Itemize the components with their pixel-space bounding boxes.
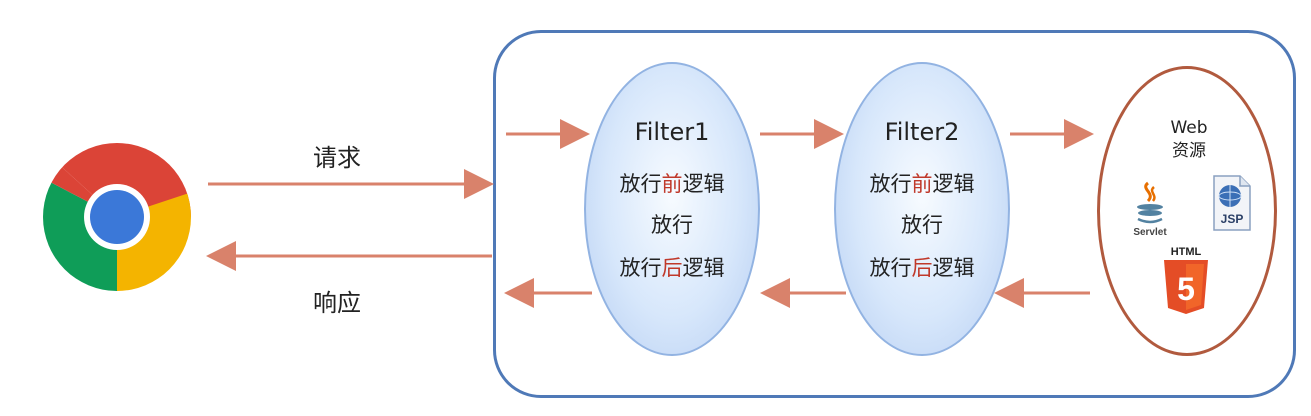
filter1-pass: 放行 (651, 213, 693, 237)
filter2-post-a: 放行 (869, 256, 912, 280)
server-container (493, 30, 1296, 398)
filter1-oval: Filter1 放行前逻辑 放行 放行后逻辑 (584, 62, 760, 356)
filter2-post-c: 逻辑 (932, 256, 975, 280)
servlet-java-icon: Servlet (1133, 181, 1167, 238)
web-resource-title: Web 资源 (1163, 117, 1215, 163)
filter1-post-logic: 放行后逻辑 (586, 252, 758, 282)
html5-label: HTML (1171, 246, 1202, 258)
chrome-browser-icon (43, 143, 191, 291)
jsp-label: JSP (1221, 212, 1244, 226)
request-label: 请求 (313, 144, 361, 172)
filter2-post-logic: 放行后逻辑 (836, 252, 1008, 282)
filter2-pre-logic: 放行前逻辑 (836, 168, 1008, 198)
filter1-post-c: 逻辑 (682, 256, 725, 280)
web-title-line2: 资源 (1172, 141, 1206, 161)
filter2-pre-b: 前 (911, 172, 933, 196)
response-label: 响应 (313, 289, 361, 317)
html5-icon: HTML 5 (1164, 246, 1208, 314)
filter2-pre-a: 放行 (869, 172, 912, 196)
html5-number: 5 (1177, 271, 1195, 307)
servlet-label: Servlet (1133, 227, 1167, 238)
filter1-post-b: 后 (661, 256, 683, 280)
filter1-pre-c: 逻辑 (682, 172, 725, 196)
filter2-pre-c: 逻辑 (932, 172, 975, 196)
filter1-title: Filter1 (634, 118, 710, 146)
filter1-pre-b: 前 (661, 172, 683, 196)
filter2-pass: 放行 (901, 213, 943, 237)
filter2-post-b: 后 (911, 256, 933, 280)
filter1-post-a: 放行 (619, 256, 662, 280)
filter1-pre-logic: 放行前逻辑 (586, 168, 758, 198)
filter2-title: Filter2 (884, 118, 960, 146)
jsp-icon: JSP (1213, 175, 1251, 231)
filter2-oval: Filter2 放行前逻辑 放行 放行后逻辑 (834, 62, 1010, 356)
filter1-pre-a: 放行 (619, 172, 662, 196)
web-title-line1: Web (1170, 118, 1208, 138)
